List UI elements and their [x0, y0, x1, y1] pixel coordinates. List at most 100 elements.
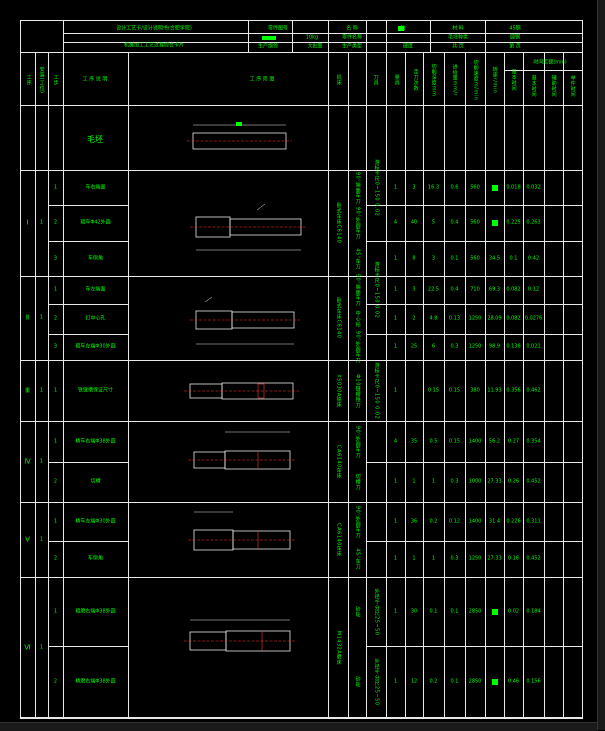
- col-aux-time: 辅助时间: [550, 75, 557, 97]
- name-label: 名 称: [346, 25, 358, 32]
- passes-value: 1: [393, 608, 398, 614]
- step-content: 车左端面: [85, 286, 106, 293]
- depth-value: 1: [412, 478, 416, 485]
- total-time-value: 0.42: [527, 255, 540, 261]
- grid-line: [366, 304, 583, 305]
- aux-time-value: 0.356: [506, 387, 521, 393]
- tool-name: 切槽刀: [354, 473, 361, 491]
- material-value: 45钢: [509, 25, 521, 32]
- basic-speed-value: 34.5: [488, 255, 501, 261]
- total-time-value: 0.156: [526, 678, 541, 685]
- vertical-scrollbar[interactable]: [597, 0, 605, 730]
- grid-line: [366, 462, 583, 463]
- basic-speed-value: 31.4: [488, 518, 501, 524]
- speed-value: 0.13: [448, 315, 461, 322]
- blank-value: 圆钢: [509, 34, 521, 41]
- batch-value: 大批量: [307, 43, 323, 50]
- total-time-value: 0.452: [526, 555, 541, 562]
- keyway: [257, 383, 265, 399]
- step-content: 打中心孔: [85, 315, 106, 322]
- aux-time-value: 0.02: [507, 608, 520, 614]
- passes-value: 4: [393, 219, 398, 226]
- speed-value: 0.15: [448, 438, 461, 444]
- feed-value: 4.8: [429, 315, 438, 322]
- passes-value: 1: [393, 343, 398, 350]
- grid-line: [366, 52, 367, 718]
- machine-name: 卧式车床C6140: [335, 297, 342, 339]
- tool-name: 90°端面车刀: [354, 171, 361, 204]
- feed-value: 0.2: [429, 678, 438, 685]
- grid-line: [366, 646, 583, 647]
- step-content: 车倒角: [87, 255, 104, 261]
- passes-value: 1: [393, 184, 398, 190]
- total-time-value: 0.462: [526, 387, 541, 393]
- process-number: Ⅳ: [24, 457, 31, 465]
- material-label: 材 料: [452, 25, 464, 32]
- passes-value: 1: [393, 478, 398, 485]
- speed-value: 0.3: [450, 343, 459, 350]
- tool-name: 90°外圆车刀: [354, 505, 361, 538]
- depth-value: 3: [412, 184, 416, 190]
- rpm-value: 1400: [468, 438, 482, 444]
- step-number: 2: [53, 315, 58, 322]
- step-number: 3: [53, 255, 58, 261]
- col-basic-speed: 基本时间: [510, 69, 517, 91]
- machine-name: CA6140车床: [335, 522, 342, 557]
- basic-speed-value: 27.33: [487, 555, 502, 562]
- blank-label: 毛坯种类: [447, 34, 469, 41]
- grid-line: [48, 541, 128, 542]
- step-content: 车右端面: [85, 184, 106, 190]
- grid-line: [423, 52, 424, 718]
- feed-value: 0.5: [429, 438, 438, 444]
- basic-speed-value: 27.33: [487, 478, 502, 485]
- passes-value: 1: [393, 286, 398, 293]
- basic-speed-value: 28.09: [487, 315, 502, 322]
- aux-time-value: 0.226: [506, 518, 521, 524]
- tool-name: 90°外圆车刀: [354, 425, 361, 458]
- step-number: 1: [53, 184, 58, 190]
- step-number: 1: [53, 518, 58, 524]
- redacted-block: [398, 26, 404, 31]
- depth-value: 36: [410, 518, 418, 524]
- rpm-value: 560: [470, 184, 480, 190]
- speed-value: 0.3: [450, 555, 459, 562]
- speed-value: 0.12: [448, 518, 461, 524]
- col-depth: 切削深度mm: [430, 63, 437, 97]
- rpm-value: 560: [470, 219, 480, 226]
- measure-tool: 游标卡尺0~150 0.02: [373, 159, 380, 216]
- aux-time-value: 0.46: [507, 678, 520, 685]
- basic-speed-value: 11.93: [487, 387, 502, 393]
- col-rpm: 转速r/min: [491, 66, 498, 94]
- aux-time-value: 0.26: [507, 478, 520, 485]
- step-content: 精车左端Φ30外圆: [75, 518, 116, 524]
- grid-line: [405, 52, 406, 718]
- rpm-value: 710: [470, 286, 480, 293]
- process-number: Ⅲ: [25, 386, 30, 394]
- col-feed: 进给量mm/r: [451, 64, 458, 96]
- col-process: 工序: [25, 74, 32, 86]
- step-number: 2: [53, 678, 58, 685]
- grid-line: [63, 33, 583, 34]
- total-time-value: 0.184: [526, 608, 541, 614]
- total-time-value: 0.311: [526, 518, 541, 524]
- measure-tool: 外径千分尺25~50: [373, 588, 380, 635]
- grid-line: [366, 205, 583, 206]
- total-time-value: 0.452: [526, 478, 541, 485]
- grid-line: [504, 70, 583, 71]
- tool-name: 90°外圆车刀: [354, 206, 361, 240]
- grid-line: [386, 52, 387, 718]
- machine-name: 卧式车床C6140: [335, 202, 342, 244]
- grid-line: [465, 52, 466, 718]
- basic-speed-value: 69.3: [488, 286, 501, 293]
- aux-time-value: 0.018: [506, 184, 521, 190]
- depth-value: 25: [410, 343, 418, 350]
- machine-name: CA6140车床: [335, 444, 342, 479]
- horizontal-scrollbar[interactable]: [0, 722, 597, 731]
- rpm-value: 1250: [468, 555, 482, 562]
- leader-line: [256, 203, 266, 211]
- redacted-block: [491, 679, 498, 685]
- grid-line: [444, 52, 445, 718]
- tool-name: 90°端面车刀: [354, 273, 361, 307]
- measure-tool: 游标卡尺0~150 0.02: [373, 362, 380, 419]
- speed-value: 0.4: [450, 219, 459, 226]
